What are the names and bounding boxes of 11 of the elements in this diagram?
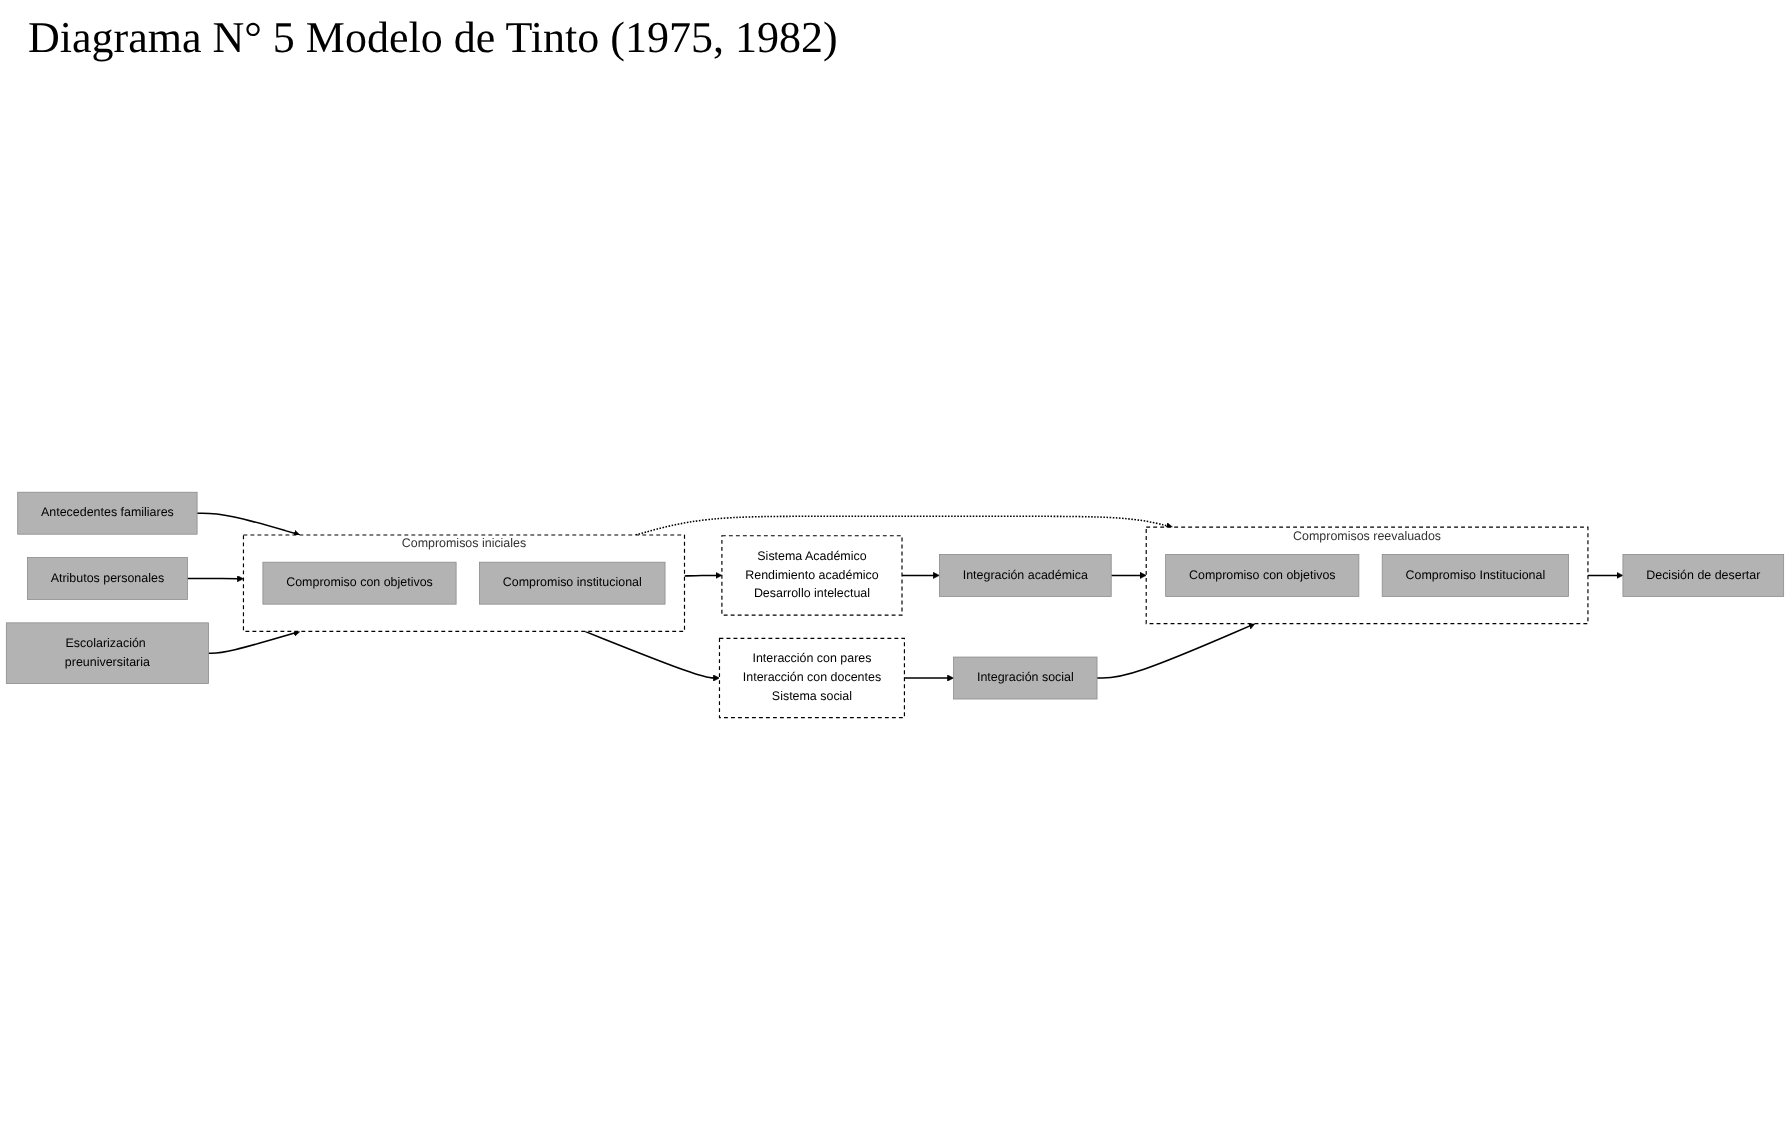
arrow: [196, 511, 301, 536]
arrow: [901, 571, 940, 578]
arrow: [584, 629, 720, 681]
arrow: [207, 628, 301, 653]
arrow: [903, 673, 954, 681]
arrow: [683, 571, 723, 578]
diagram-title: Diagrama N° 5 Modelo de Tinto (1975, 1982): [26, 10, 840, 66]
arrow: [1587, 571, 1624, 578]
arrow: [186, 574, 244, 582]
arrow: [1096, 621, 1256, 678]
arrow: [1110, 571, 1147, 578]
